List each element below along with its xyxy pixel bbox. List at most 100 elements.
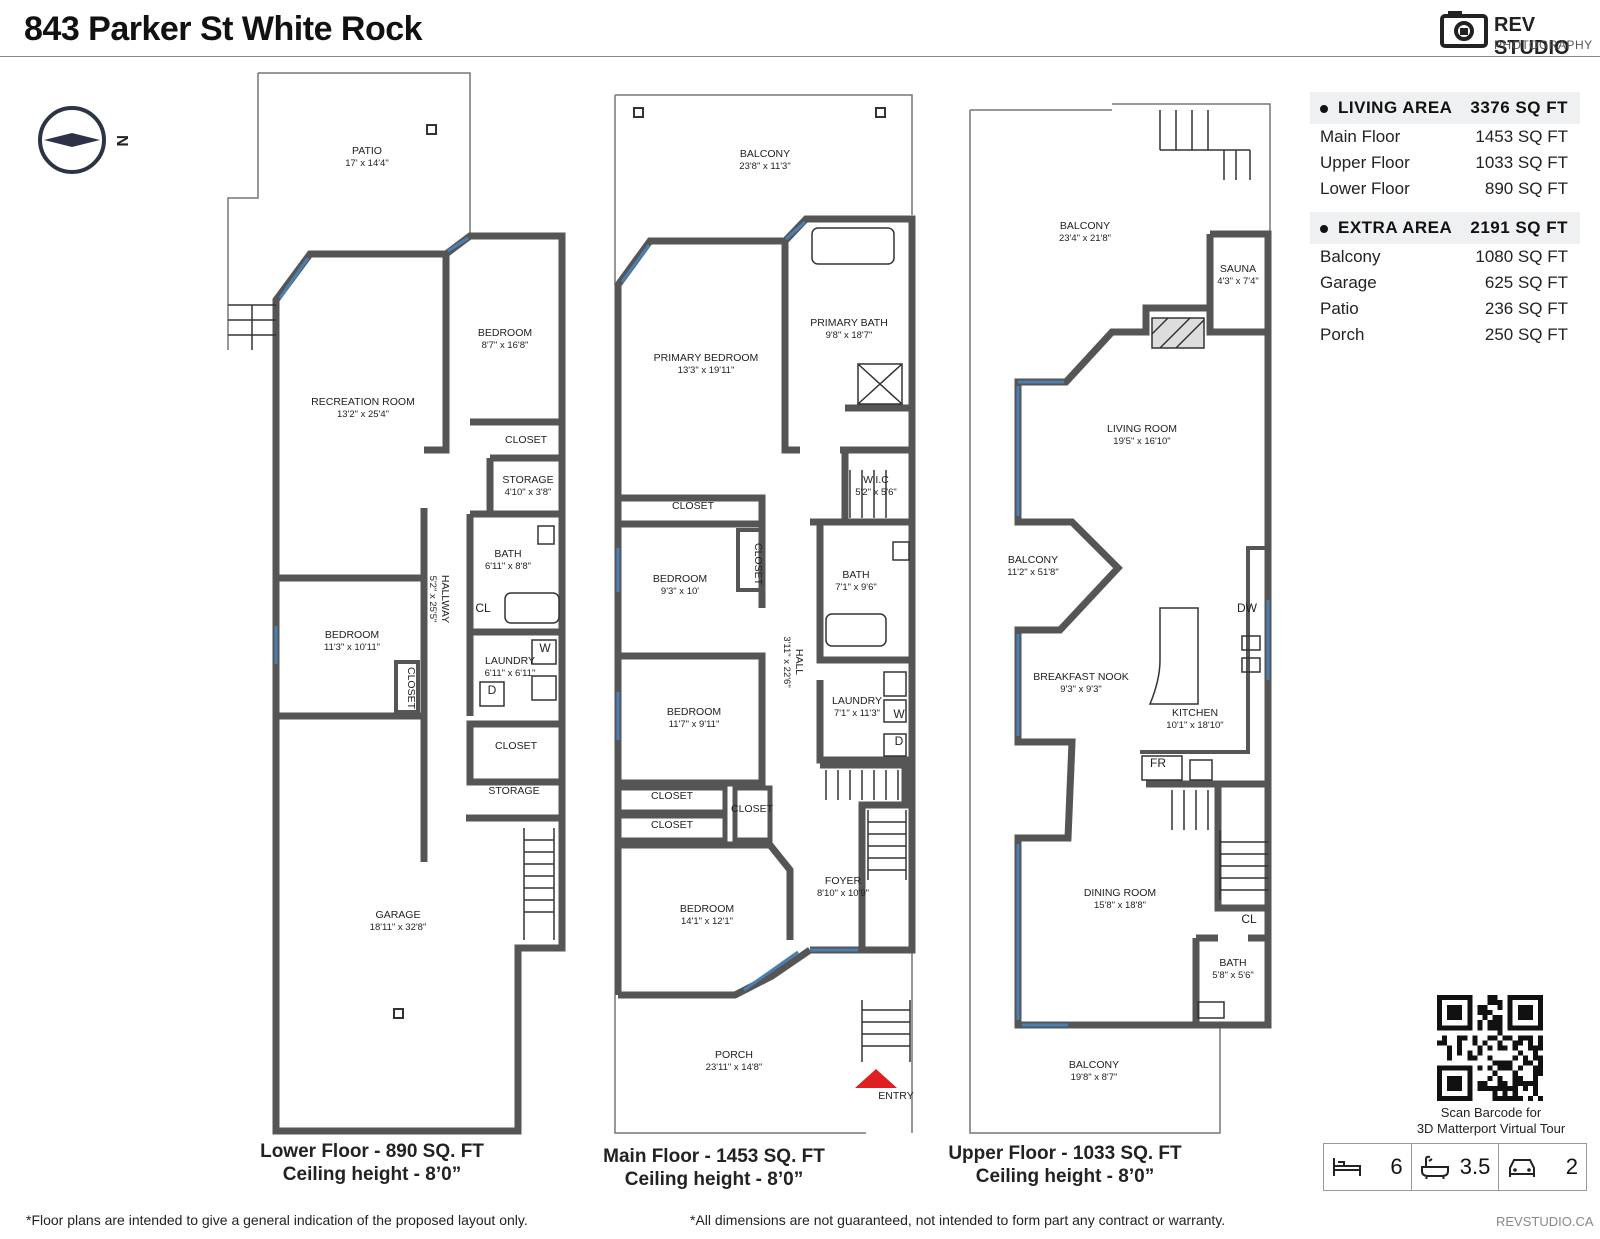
bed-icon	[1333, 1158, 1361, 1176]
lower-room-label: CLOSET	[505, 434, 548, 446]
qr-caption-line: 3D Matterport Virtual Tour	[1416, 1121, 1566, 1136]
qr-module	[1522, 1025, 1528, 1031]
main-porch-outline	[614, 950, 913, 1134]
qr-module	[1487, 1065, 1493, 1071]
living-area-label: LIVING AREA	[1338, 98, 1453, 117]
qr-module	[1487, 1025, 1493, 1031]
area-row-value: 1033 SQ FT	[1475, 153, 1568, 172]
qr-module	[1507, 1020, 1513, 1026]
qr-code[interactable]	[1437, 995, 1543, 1101]
qr-module	[1497, 1080, 1503, 1086]
qr-module	[1512, 1090, 1518, 1096]
qr-module	[1492, 995, 1498, 1001]
qr-module	[1532, 1055, 1538, 1061]
qr-module	[1537, 1055, 1543, 1061]
qr-module	[1512, 1075, 1518, 1081]
qr-module	[1477, 1045, 1483, 1051]
brand-subtitle: PHOTOGRAPHY	[1494, 38, 1593, 52]
qr-module	[1447, 1015, 1453, 1021]
qr-module	[1442, 995, 1448, 1001]
qr-module	[1492, 1095, 1498, 1101]
qr-module	[1437, 1090, 1443, 1096]
qr-module	[1437, 1075, 1443, 1081]
qr-module	[1527, 995, 1533, 1001]
qr-module	[1442, 1035, 1448, 1041]
qr-module	[1437, 1010, 1443, 1016]
upper-wall	[1146, 780, 1268, 912]
qr-module	[1512, 1055, 1518, 1061]
lower-patio-post	[426, 124, 437, 135]
baths-count: 3.5	[1459, 1154, 1491, 1179]
qr-module	[1502, 1095, 1508, 1101]
main-stairs	[825, 770, 911, 1062]
area-row-value: 236 SQ FT	[1484, 299, 1568, 318]
area-row-value: 1453 SQ FT	[1475, 127, 1568, 146]
qr-module	[1497, 1085, 1503, 1091]
qr-module	[1457, 1005, 1463, 1011]
main-wall	[618, 841, 794, 940]
lower-wall	[466, 514, 566, 786]
upper-stairs	[1159, 110, 1268, 900]
area-row-value: 1080 SQ FT	[1475, 247, 1568, 266]
lower-patio-outline	[227, 72, 471, 350]
qr-module	[1457, 1010, 1463, 1016]
qr-module	[1512, 1085, 1518, 1091]
qr-module	[1497, 1060, 1503, 1066]
qr-module	[1522, 1035, 1528, 1041]
bathtub-icon	[1420, 1155, 1449, 1179]
main-wall	[840, 404, 912, 522]
main-floor-area: Main Floor - 1453 SQ. FT	[603, 1146, 825, 1167]
qr-module	[1497, 1065, 1503, 1071]
qr-module	[1437, 1095, 1443, 1101]
footer-disclaimer-dimensions: *All dimensions are not guaranteed, not …	[690, 1212, 1226, 1228]
main-room-label: CLOSET	[672, 500, 715, 512]
qr-module	[1462, 1095, 1468, 1101]
qr-module	[1532, 1085, 1538, 1091]
qr-module	[1512, 1095, 1518, 1101]
qr-module	[1517, 1050, 1523, 1056]
qr-module	[1537, 1000, 1543, 1006]
qr-module	[1517, 1025, 1523, 1031]
qr-module	[1537, 1040, 1543, 1046]
qr-module	[1537, 1020, 1543, 1026]
main-window	[620, 244, 651, 283]
qr-module	[1487, 1000, 1493, 1006]
qr-module	[1467, 1055, 1473, 1061]
qr-module	[1437, 1070, 1443, 1076]
qr-module	[1472, 1040, 1478, 1046]
car-icon	[1509, 1159, 1536, 1177]
lower-appliances	[479, 525, 560, 707]
qr-module	[1482, 1080, 1488, 1086]
qr-module	[1497, 1075, 1503, 1081]
upper-room-label: DW	[1237, 601, 1258, 615]
main-room-label: W	[893, 707, 905, 721]
qr-module	[1517, 1005, 1523, 1011]
qr-module	[1527, 1010, 1533, 1016]
qr-module	[1467, 1050, 1473, 1056]
qr-module	[1467, 1090, 1473, 1096]
qr-module	[1452, 1005, 1458, 1011]
qr-module	[1467, 1080, 1473, 1086]
qr-module	[1467, 1025, 1473, 1031]
qr-module	[1502, 1080, 1508, 1086]
qr-module	[1537, 1015, 1543, 1021]
lower-window	[447, 236, 469, 253]
footer-website: REVSTUDIO.CA	[1496, 1214, 1594, 1229]
qr-caption: Scan Barcode for 3D Matterport Virtual T…	[1386, 1105, 1596, 1137]
qr-module	[1502, 1085, 1508, 1091]
main-wall	[615, 785, 773, 843]
qr-module	[1447, 1010, 1453, 1016]
qr-module	[1457, 1080, 1463, 1086]
qr-module	[1487, 1020, 1493, 1026]
qr-module	[1497, 1045, 1503, 1051]
